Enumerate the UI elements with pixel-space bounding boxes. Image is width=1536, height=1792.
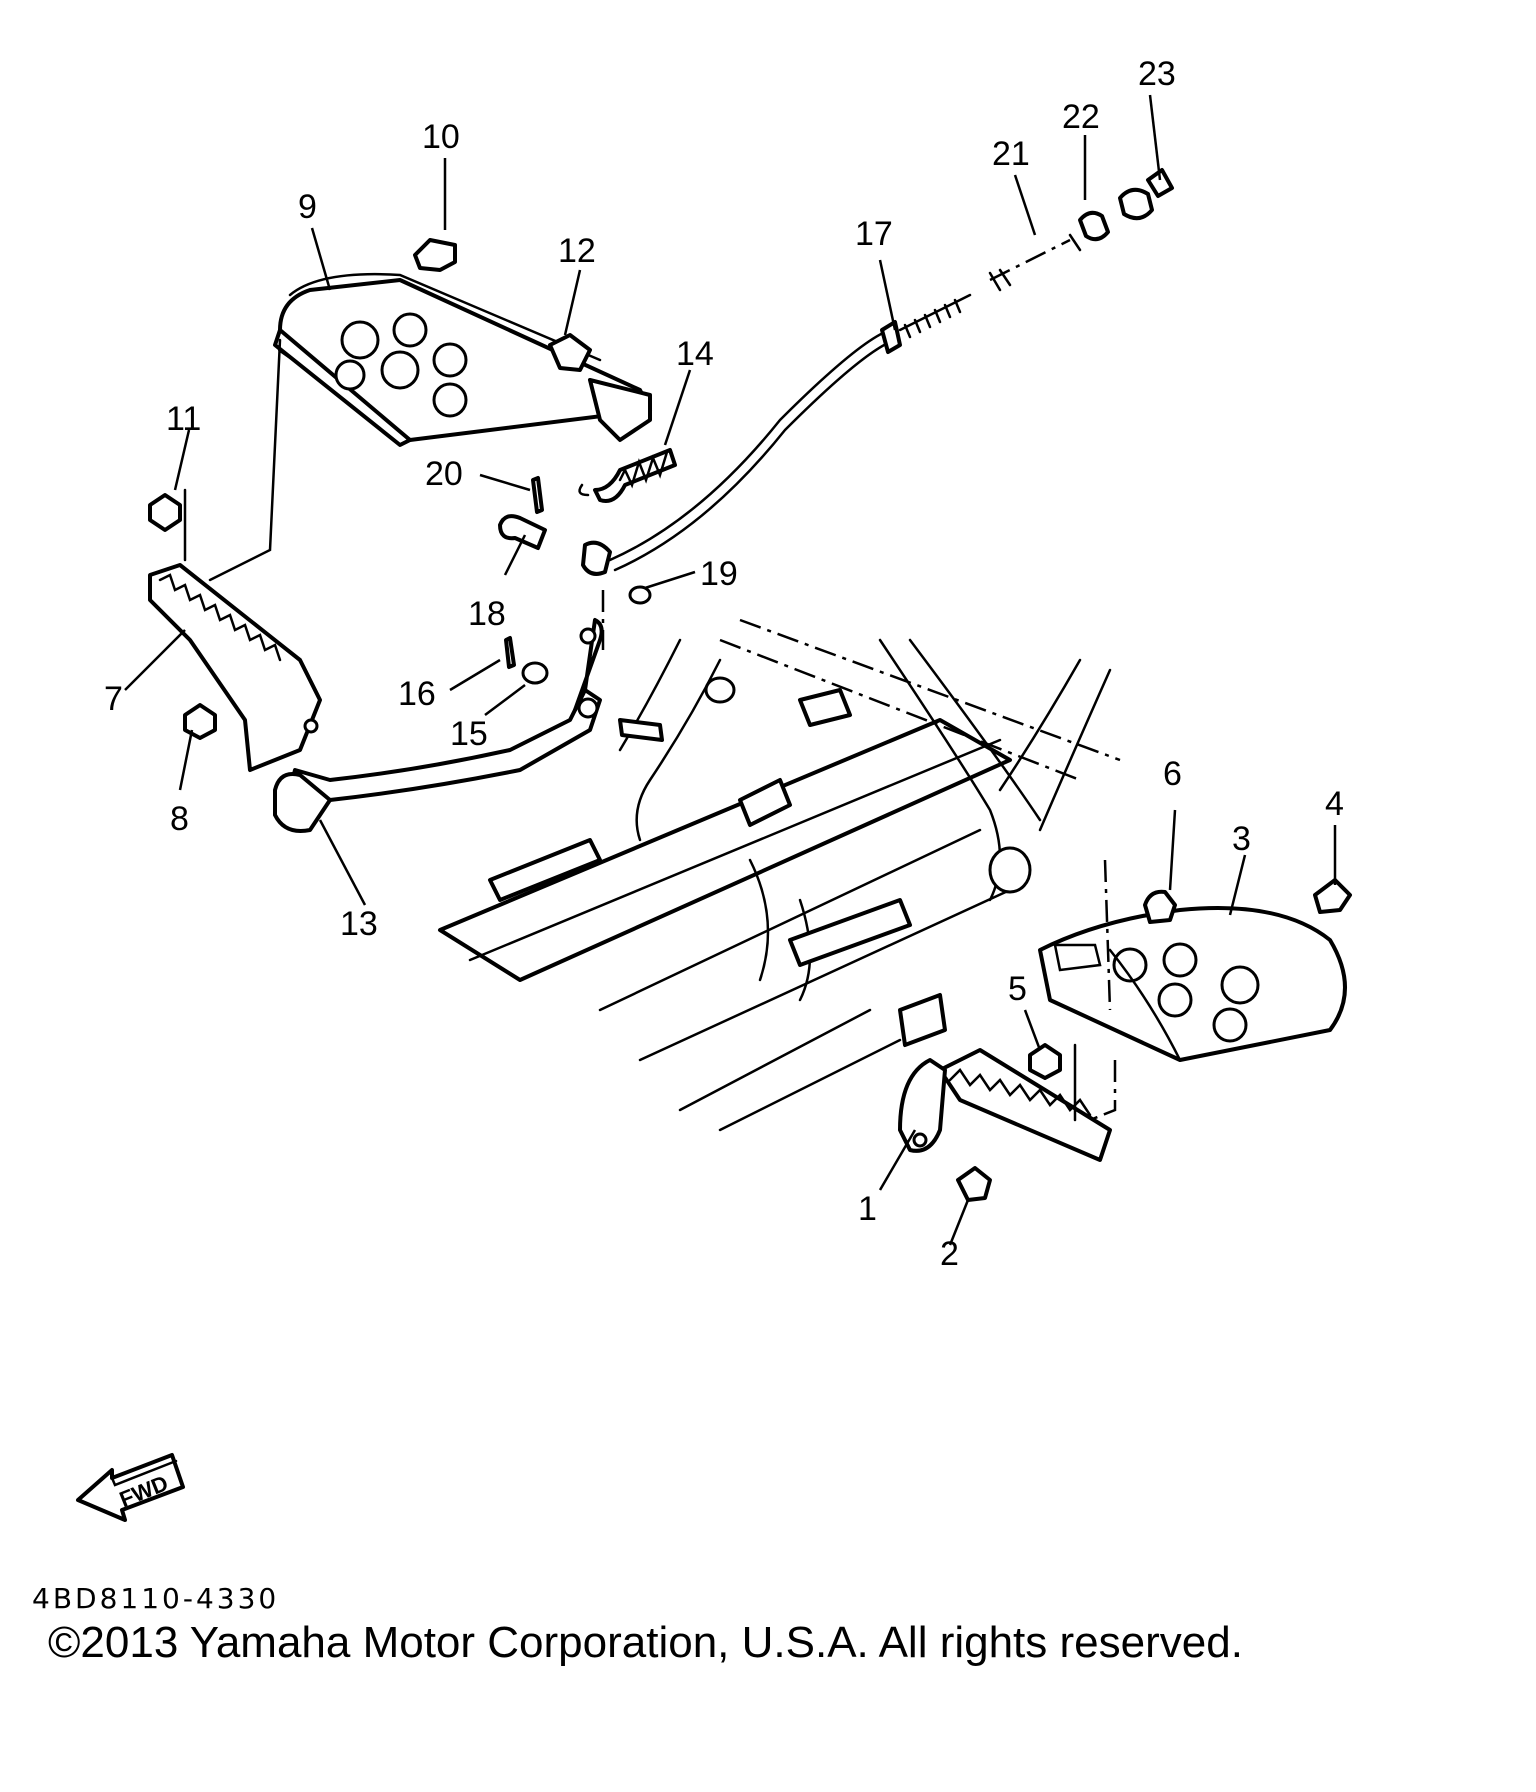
brake-rod — [578, 168, 1174, 572]
callout-1: 1 — [858, 1190, 877, 1228]
callout-2: 2 — [940, 1235, 959, 1273]
callout-6: 6 — [1163, 755, 1182, 793]
callout-21: 21 — [992, 135, 1030, 173]
callout-22: 22 — [1062, 98, 1100, 136]
callout-19: 19 — [700, 555, 738, 593]
callout-15: 15 — [450, 715, 488, 753]
callout-4: 4 — [1325, 785, 1344, 823]
callout-5: 5 — [1008, 970, 1027, 1008]
fwd-arrow: FWD — [76, 1453, 185, 1522]
callout-10: 10 — [422, 118, 460, 156]
pivot-parts — [498, 476, 652, 685]
callout-11: 11 — [166, 400, 201, 438]
frame — [438, 618, 1121, 1132]
leader-lines — [124, 94, 1337, 1246]
callout-14: 14 — [676, 335, 714, 373]
callout-7: 7 — [104, 680, 123, 718]
brake-pedal — [273, 618, 664, 833]
fasteners — [148, 238, 1352, 1202]
callout-18: 18 — [468, 595, 506, 633]
callout-13: 13 — [340, 905, 378, 943]
callout-23: 23 — [1138, 55, 1176, 93]
callout-12: 12 — [558, 232, 596, 270]
callout-17: 17 — [855, 215, 893, 253]
right-footrest — [898, 859, 1347, 1162]
callout-8: 8 — [170, 800, 189, 838]
callout-20: 20 — [425, 455, 463, 493]
callouts: 1 2 3 4 5 6 7 8 9 10 11 12 13 14 15 16 1… — [104, 55, 1344, 1273]
drawing-code: 4BD8110-4330 — [32, 1582, 280, 1615]
copyright-notice: ©2013 Yamaha Motor Corporation, U.S.A. A… — [48, 1618, 1243, 1667]
left-footrest — [148, 272, 652, 772]
callout-3: 3 — [1232, 820, 1251, 858]
callout-16: 16 — [398, 675, 436, 713]
callout-9: 9 — [298, 188, 317, 226]
